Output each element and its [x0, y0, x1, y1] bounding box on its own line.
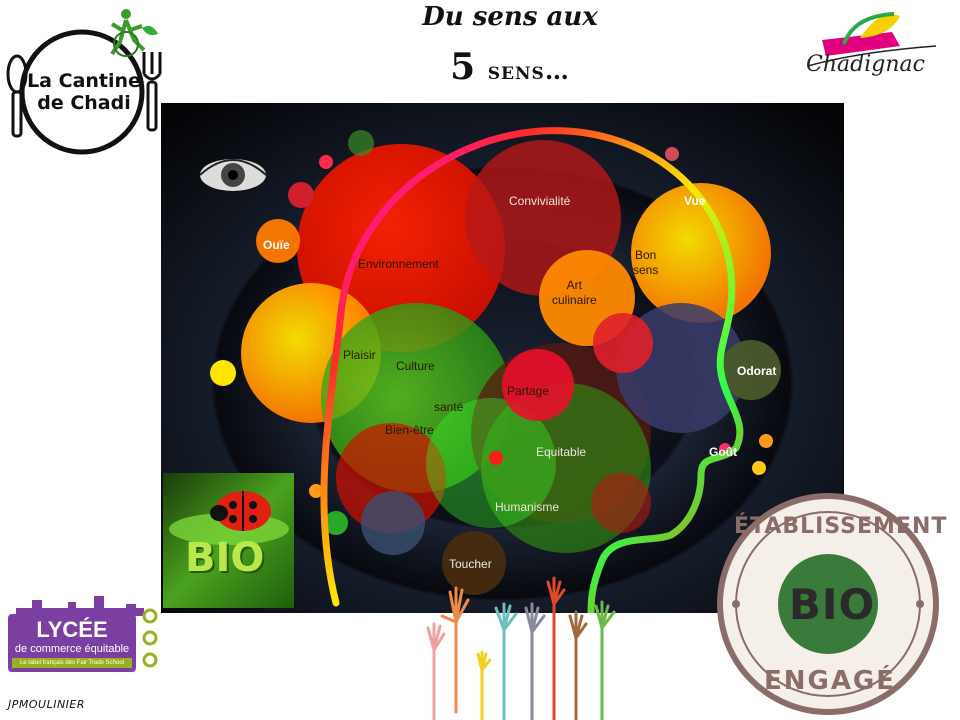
label-odorat: Odorat	[737, 364, 777, 378]
cantine-logo-text: La Cantine de Chadi	[24, 70, 144, 114]
label-culture: Culture	[396, 359, 435, 373]
lycee-subtitle: de commerce équitable	[14, 643, 130, 655]
label-partage: Partage	[507, 384, 550, 398]
lycee-tagline: Le label français des Fair Trade School	[12, 658, 132, 668]
title-word: sens…	[487, 56, 570, 85]
label-art: Art	[566, 278, 583, 292]
head-bubbles-art	[161, 103, 844, 613]
ladybug-bio-photo: BIO	[163, 473, 294, 608]
label-environnement: Environnement	[358, 257, 439, 271]
label-bien-etre: Bien-être	[385, 423, 434, 437]
label-toucher: Toucher	[449, 557, 492, 571]
label-vue: Vue	[684, 194, 706, 208]
lycee-logo-text: LYCÉE de commerce équitable Le label fra…	[8, 618, 136, 668]
label-sens: sens	[633, 263, 659, 277]
label-humanisme: Humanisme	[495, 500, 560, 514]
label-convivialite: Convivialité	[509, 194, 571, 208]
label-gout: Goût	[709, 445, 737, 459]
title-number: 5	[450, 46, 476, 88]
label-ouie: Ouïe	[263, 238, 290, 252]
bio-badge-top: ÉTABLISSEMENT	[734, 514, 948, 539]
chadignac-logo	[807, 12, 937, 67]
label-art-culinaire: Art culinaire	[552, 278, 597, 308]
label-equitable: Equitable	[536, 445, 587, 459]
cantine-logo	[6, 9, 162, 155]
title-line-2: 5 sens…	[0, 46, 960, 88]
chadignac-text: Chadignac	[806, 52, 925, 77]
author-credit: JPMOULINIER	[8, 698, 86, 711]
lycee-logo	[8, 596, 158, 672]
bio-engage-badge	[717, 493, 939, 715]
lycee-title: LYCÉE	[36, 617, 108, 642]
cantine-line-1: La Cantine	[27, 70, 141, 92]
label-sante: santé	[434, 400, 464, 414]
label-bon: Bon	[635, 248, 657, 262]
ladybug-icon	[169, 491, 289, 545]
main-illustration: Convivialité Vue Ouïe Environnement Bon …	[161, 103, 844, 613]
bio-badge-center: BIO	[788, 580, 876, 629]
cantine-line-2: de Chadi	[37, 92, 131, 114]
bio-badge-bottom: ENGAGÉ	[763, 666, 897, 696]
label-plaisir: Plaisir	[343, 348, 376, 362]
label-culinaire: culinaire	[552, 293, 597, 307]
bio-photo-text: BIO	[185, 535, 265, 581]
title-line-1: Du sens aux	[422, 2, 598, 32]
hands-illustration	[426, 576, 616, 720]
label-bon-sens: Bon sens	[633, 248, 658, 278]
